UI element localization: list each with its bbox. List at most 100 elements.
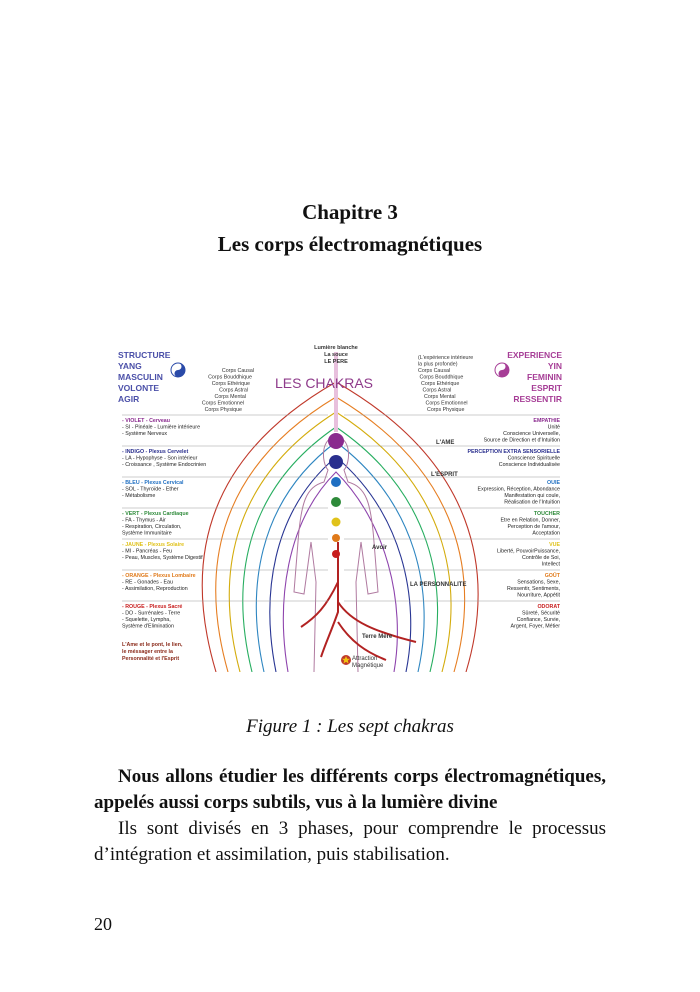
page-number: 20 [94,914,112,934]
left-chakra-line: Système d'Elimination [122,624,174,630]
body-name: Corps Ethérique [212,381,250,387]
left-chakra-line: - Squelette, Lympha, [122,617,171,623]
body-name: Corps Astral [423,388,452,394]
body-name: Corps Bouddhique [420,375,464,381]
yin-yang-icon [494,362,510,378]
right-chakra-line: Unité [548,425,560,431]
left-chakra-line: - Peau, Muscles, Système Digestif [122,555,203,561]
left-chakra-title: - JAUNE - Plexus Solaire [122,542,184,548]
top-label: Lumière blanche [314,345,358,351]
left-chakra-line: - Croissance , Système Endocrinien [122,462,206,468]
left-chakra-line: - DO - Surrénales - Terre [122,611,180,617]
right-chakra-line: Réalisation de l'Intuition [504,500,560,506]
body-name: Corps Physique [427,407,464,413]
right-header-line: RESSENTIR [513,394,562,404]
right-chakra-line: Expression, Réception, Abondance [478,487,561,493]
left-chakra-line: - MI - Pancréas - Feu [122,549,172,555]
left-chakra-title: - ROUGE - Plexus Sacré [122,604,182,610]
roots [300,542,417,661]
right-chakra-line: Source de Direction et d'Intuition [484,438,560,444]
left-chakra-line: - SOL - Thyroïde - Ether [122,487,179,493]
yin-yang-icon [170,362,186,378]
chakra-dot [331,497,341,507]
left-header-line: YANG [118,361,142,371]
paragraph: Ils sont divisés en 3 phases, pour compr… [94,818,606,865]
right-chakra-line: Perception de l'amour, [507,524,560,530]
left-header-line: STRUCTURE [118,350,171,360]
label-ame: L'AME [436,440,454,446]
left-header-line: VOLONTE [118,383,159,393]
top-label: La souce [324,352,348,358]
left-chakra-title: - VIOLET - Cerveau [122,418,170,424]
left-chakra-line: - FA - Thymus - Air [122,518,166,524]
body-name: Corps Causal [418,368,450,374]
body-name: Corps Physique [205,407,242,413]
right-chakra-line: Contrôle de Soi, [522,555,560,561]
label-terre-mere: Terre Mère [362,634,393,640]
left-chakra-line: Système Immunitaire [122,531,172,537]
right-chakra-title: OUIE [547,480,560,486]
body-name: Corps Mental [215,394,247,400]
body-silhouette [293,436,379,672]
body-name: Corps Emotionnel [202,401,244,407]
body-name: Corps Astral [219,388,248,394]
right-chakra-title: VUE [549,542,560,548]
right-chakra-line: Conscience Spirituelle [508,456,560,462]
left-chakra-title: - VERT - Plexus Cardiaque [122,511,189,517]
body-name: Corps Bouddhique [208,375,252,381]
left-header-line: AGIR [118,394,139,404]
diagram-title: LES CHAKRAS [275,375,373,391]
left-note-line: le méssager entre la [122,649,173,655]
figure-caption: Figure 1 : Les sept chakras [246,716,454,737]
label-magnetique: Magnétique [352,663,384,669]
left-chakra-line: - RE - Gonades - Eau [122,580,173,586]
right-header-line: ESPRIT [531,383,563,393]
right-chakra-title: TOUCHER [534,511,560,517]
right-chakra-title: GOÛT [545,572,561,579]
left-note-line: L'Ame et le pont, le lien, [122,642,183,648]
right-chakra-line: Sensations, Sexe, [517,580,560,586]
right-chakra-title: EMPATHIE [533,418,560,424]
chakra-dot [329,455,343,469]
right-chakra-line: Acceptation [532,531,560,537]
body-name: (L'expérience intérieure [418,355,473,361]
right-chakra-title: ODORAT [537,604,560,610]
left-header-line: MASCULIN [118,372,163,382]
left-chakra-title: - INDIGO - Plexus Cervelet [122,449,188,455]
left-chakra-line: - LA - Hypophyse - Son intérieur [122,456,198,462]
left-chakra-line: - Respiration, Circulation, [122,524,181,530]
body-text: Nous allons étudier les différents corps… [94,764,606,868]
chakra-dot [332,534,340,542]
star-icon [341,655,351,665]
label-avoir: Avoir [372,545,388,551]
left-chakra-line: - Système Nerveux [122,431,167,437]
right-chakra-line: Conscience Individualisée [499,462,560,468]
chapter-title: Les corps électromagnétiques [217,232,483,256]
right-chakra-line: Manifestation qui coule, [504,493,560,499]
right-header-line: YIN [548,361,562,371]
chakra-dot [332,550,340,558]
body-name: Corps Emotionnel [426,401,468,407]
top-label: LE PERE [324,359,348,365]
body-name: Corps Causal [222,368,254,374]
chakra-figure: STRUCTURE YANG MASCULIN VOLONTE AGIR EXP… [116,342,566,672]
chakra-dot [331,477,341,487]
right-chakra-line: Sûreté, Sécurité [522,611,560,617]
right-chakra-line: Ressentir, Sentiments, [507,586,560,592]
body-name: la plus profonde) [418,362,458,368]
left-note-line: Personnalité et l'Esprit [122,656,179,662]
label-esprit: L'ESPRIT [431,472,458,478]
bold-paragraph: Nous allons étudier les différents corps… [94,766,606,813]
right-chakra-line: Conscience Universelle, [503,431,560,437]
chapter-heading: Chapitre 3 Les corps électromagnétiques [0,196,700,260]
chakra-dot [328,433,344,449]
right-chakra-title: PERCEPTION EXTRA SENSORIELLE [467,449,560,455]
right-header-line: FEMININ [527,372,562,382]
right-chakra-line: Argent, Foyer, Métier [511,624,561,630]
chakra-diagram: STRUCTURE YANG MASCULIN VOLONTE AGIR EXP… [118,345,563,672]
left-chakra-title: - BLEU - Plexus Cervical [122,480,184,486]
right-chakra-line: Confiance, Survie, [517,617,560,623]
aura-ring [282,471,398,672]
label-personnalite: LA PERSONNALITE [410,582,466,588]
chapter-number: Chapitre 3 [302,200,398,224]
